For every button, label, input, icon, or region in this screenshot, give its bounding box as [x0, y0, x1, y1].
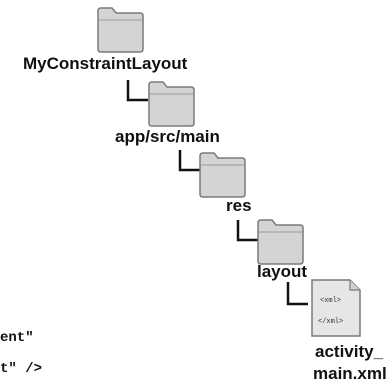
xml-open-tag: <xml> [320, 297, 341, 305]
folder-icon [257, 219, 304, 265]
xml-file-icon: <xml> </xml> [311, 279, 361, 337]
xml-close-tag: </xml> [318, 318, 343, 326]
folder-label-layout: layout [257, 262, 308, 281]
folder-icon [148, 81, 195, 127]
connector-1 [126, 80, 148, 102]
code-fragment-2: t" /> [0, 361, 43, 377]
file-label-line-1: activity_ [315, 342, 384, 361]
connector-2 [178, 150, 200, 172]
file-label-line-2: main.xml [313, 364, 387, 383]
connector-4 [286, 282, 308, 306]
folder-label-myconstraintlayout: MyConstraintLayout [23, 54, 188, 73]
folder-label-res: res [226, 196, 252, 215]
folder-icon [97, 7, 144, 53]
connector-3 [236, 220, 258, 242]
code-fragment-1: ent" [0, 330, 34, 346]
folder-label-app-src-main: app/src/main [115, 127, 220, 146]
folder-icon [199, 152, 246, 198]
